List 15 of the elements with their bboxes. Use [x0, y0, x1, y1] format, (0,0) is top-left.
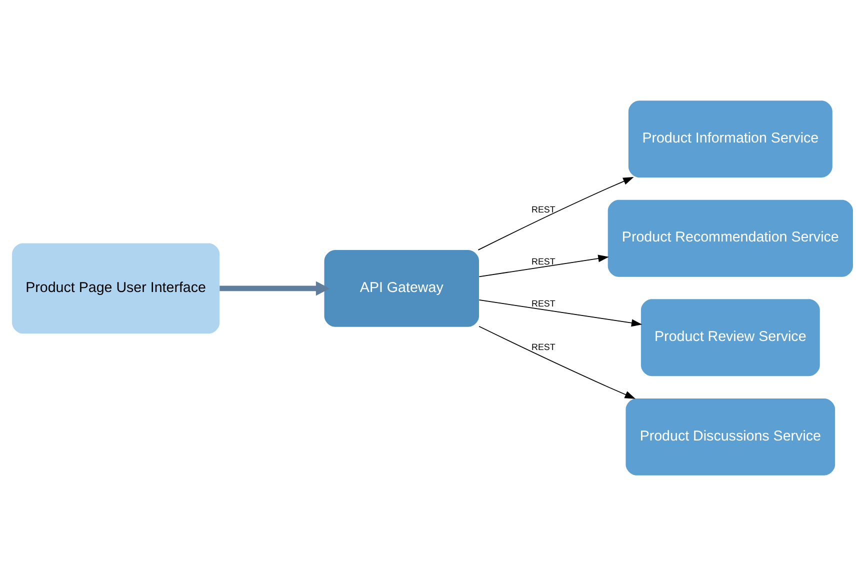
node-box: Product Review Service [640, 298, 820, 376]
node-box: API Gateway [324, 249, 480, 326]
arrow [220, 280, 330, 296]
arrow [478, 299, 642, 326]
edge-label: REST [532, 342, 556, 352]
arrow [478, 176, 634, 250]
node-box: Product Information Service [628, 100, 832, 178]
edge-label: REST [532, 298, 556, 308]
edge-label: REST [532, 204, 556, 214]
arrow [478, 325, 636, 398]
node-box: Product Recommendation Service [608, 199, 853, 276]
node-box: Product Page User Interface [12, 242, 220, 334]
arrow [478, 254, 609, 277]
node-box: Product Discussions Service [626, 398, 836, 475]
edge-label: REST [532, 256, 556, 266]
